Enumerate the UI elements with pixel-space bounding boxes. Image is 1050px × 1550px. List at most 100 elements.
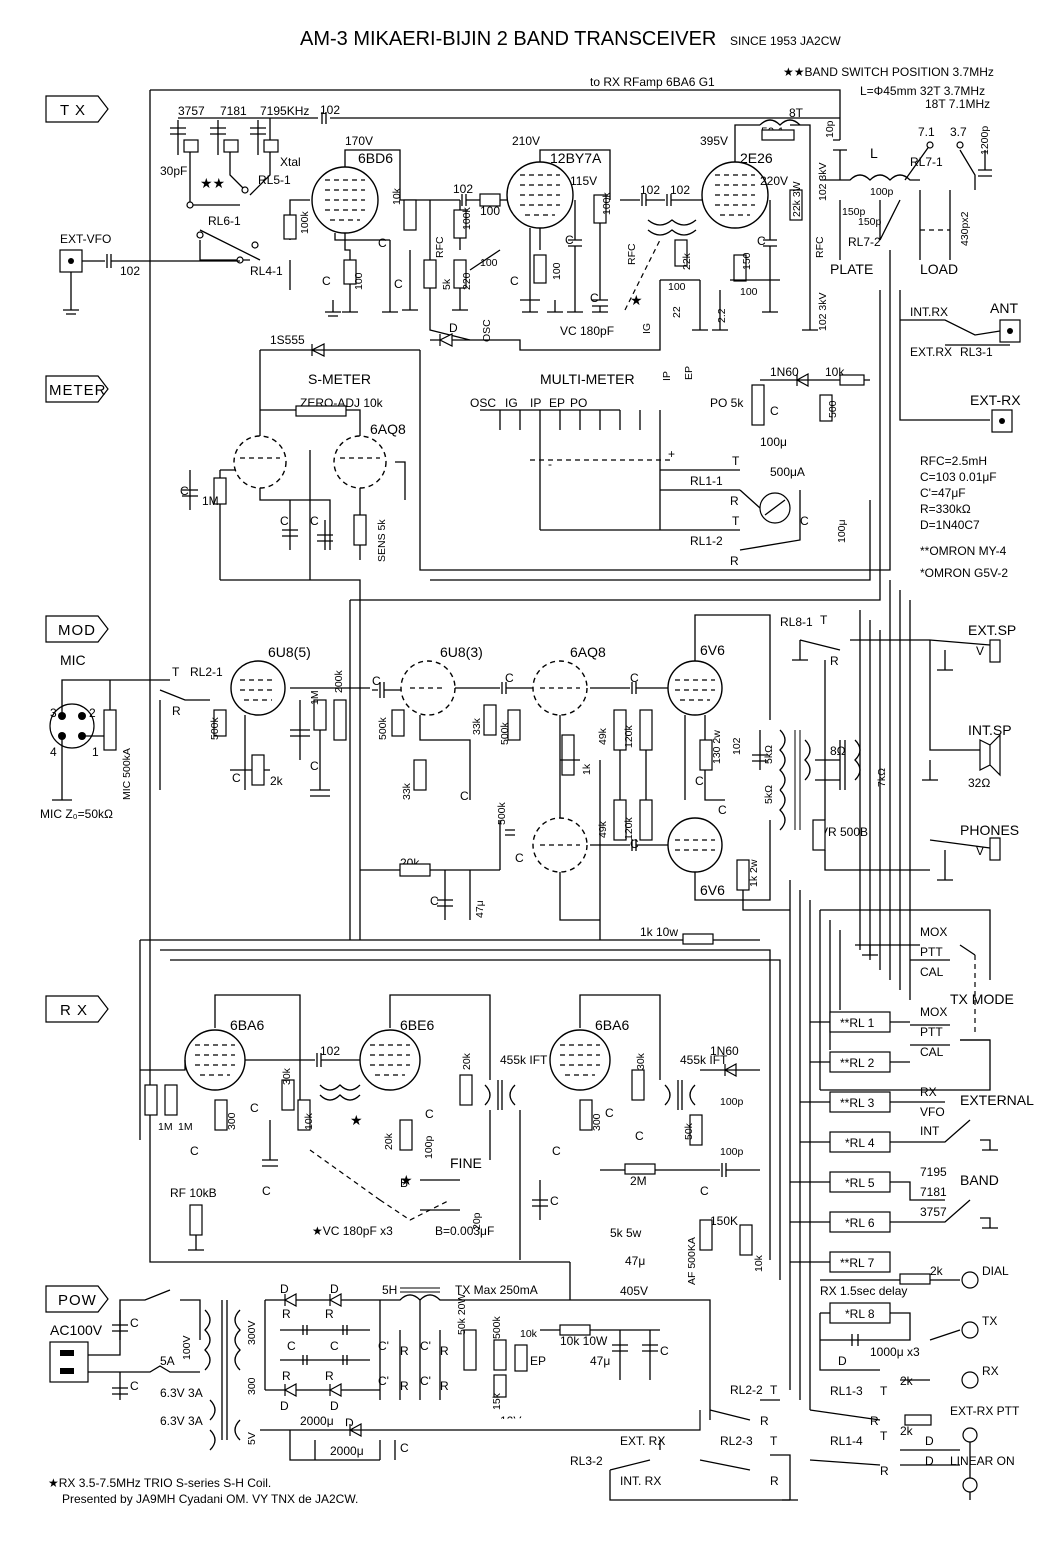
svg-text:10k 10W: 10k 10W — [560, 1334, 608, 1348]
svg-text:2M: 2M — [630, 1174, 647, 1188]
svg-text:METER: METER — [49, 382, 107, 399]
svg-text:5H: 5H — [382, 1283, 397, 1297]
svg-text:4: 4 — [50, 745, 57, 759]
svg-text:30pF: 30pF — [160, 164, 187, 178]
svg-text:D: D — [925, 1454, 934, 1468]
title-since: SINCE 1953 JA2CW — [730, 34, 841, 48]
svg-text:8T: 8T — [789, 106, 804, 120]
svg-text:S-METER: S-METER — [308, 371, 371, 387]
svg-text:102: 102 — [670, 183, 690, 197]
svg-text:IG: IG — [641, 323, 653, 334]
svg-text:50k: 50k — [683, 1122, 695, 1140]
svg-text:D: D — [449, 321, 458, 335]
svg-text:220V: 220V — [760, 174, 788, 188]
svg-text:R: R — [770, 1474, 779, 1488]
title-main: AM-3 MIKAERI-BIJIN 2 BAND TRANSCEIVER — [300, 28, 716, 50]
svg-text:6U8(5): 6U8(5) — [268, 644, 311, 660]
ac-inlet[interactable] — [49, 1341, 89, 1383]
svg-text:MOX: MOX — [920, 925, 947, 939]
svg-text:**RL 1: **RL 1 — [840, 1016, 875, 1030]
svg-text:100: 100 — [551, 262, 563, 280]
svg-text:500: 500 — [827, 400, 839, 418]
svg-text:CAL: CAL — [920, 1045, 944, 1059]
svg-text:1: 1 — [92, 745, 99, 759]
svg-text:RX: RX — [982, 1364, 999, 1378]
svg-text:IG: IG — [505, 396, 518, 410]
plate-label: PLATE — [830, 261, 873, 277]
svg-text:1200p: 1200p — [979, 126, 991, 155]
svg-text:C: C — [700, 1184, 709, 1198]
svg-text:C: C — [262, 1184, 271, 1198]
svg-text:T: T — [820, 613, 828, 627]
svg-text:6.3V 3A: 6.3V 3A — [160, 1386, 203, 1400]
linear-on-jack[interactable] — [962, 1477, 978, 1493]
svg-text:395V: 395V — [700, 134, 728, 148]
svg-text:102: 102 — [640, 183, 660, 197]
svg-text:C: C — [280, 514, 289, 528]
svg-text:T X: T X — [60, 102, 86, 119]
svg-text:C: C — [400, 1441, 409, 1455]
svg-text:PO 5k: PO 5k — [710, 396, 744, 410]
svg-text:R: R — [830, 654, 839, 668]
phones-jack[interactable] — [989, 837, 1001, 861]
note-coil2: 18T 7.1MHz — [925, 97, 990, 111]
tube-6ba6-rf — [184, 1029, 246, 1091]
svg-text:C: C — [310, 514, 319, 528]
svg-text:LINEAR ON: LINEAR ON — [950, 1454, 1015, 1468]
svg-text:10p: 10p — [824, 120, 836, 138]
svg-text:C: C — [310, 759, 319, 773]
svg-text:100: 100 — [480, 204, 500, 218]
svg-text:R: R — [440, 1344, 449, 1358]
svg-text:EXTERNAL: EXTERNAL — [960, 1092, 1034, 1108]
svg-text:C'=47μF: C'=47μF — [920, 486, 966, 500]
svg-text:5A: 5A — [160, 1354, 175, 1368]
svg-text:TX: TX — [982, 1314, 997, 1328]
svg-text:MULTI-METER: MULTI-METER — [540, 371, 635, 387]
svg-text:1M: 1M — [178, 1121, 193, 1133]
tube-6aq8-smeter-a — [233, 435, 287, 489]
svg-text:5kΩ: 5kΩ — [763, 745, 775, 764]
svg-text:12BY7A: 12BY7A — [550, 150, 602, 166]
svg-text:★: ★ — [630, 292, 643, 308]
svg-text:TX Max 250mA: TX Max 250mA — [455, 1283, 538, 1297]
svg-text:100p: 100p — [423, 1135, 435, 1159]
svg-text:120k: 120k — [623, 816, 635, 840]
svg-text:C: C — [550, 1194, 559, 1208]
section-tag-rx: R X — [45, 995, 109, 1023]
svg-text:2: 2 — [89, 706, 96, 720]
svg-text:6U8(3): 6U8(3) — [440, 644, 483, 660]
svg-text:5k 5w: 5k 5w — [610, 1226, 642, 1240]
note-rx-coil: ★RX 3.5-7.5MHz TRIO S-series S-H Coil. — [48, 1476, 271, 1490]
svg-text:R: R — [325, 1307, 334, 1321]
svg-text:RL7-2: RL7-2 — [848, 235, 881, 249]
svg-text:100: 100 — [480, 257, 498, 269]
svg-text:5V: 5V — [246, 1432, 258, 1445]
svg-text:B: B — [400, 1176, 408, 1190]
power-section: AC100V C C 5A 100V 300V 300 6.3V 3A 6.3V… — [49, 1262, 798, 1501]
svg-text:49k: 49k — [597, 820, 609, 838]
svg-text:T: T — [770, 1434, 778, 1448]
svg-text:T: T — [880, 1384, 888, 1398]
svg-text:INT. RX: INT. RX — [620, 1474, 661, 1488]
svg-text:★: ★ — [400, 1172, 413, 1188]
tube-6be6-mix — [359, 1029, 421, 1091]
svg-text:R: R — [282, 1369, 291, 1383]
svg-text:1M: 1M — [202, 494, 219, 508]
svg-text:2E26: 2E26 — [740, 150, 773, 166]
svg-text:102: 102 — [731, 737, 743, 755]
svg-text:3757: 3757 — [178, 104, 205, 118]
rx-led — [961, 1371, 979, 1389]
svg-text:VC 180pF: VC 180pF — [560, 324, 614, 338]
ext-sp-jack[interactable] — [989, 639, 1001, 663]
svg-text:*RL 6: *RL 6 — [845, 1216, 875, 1230]
svg-text:C: C — [180, 484, 189, 498]
ext-rx-ptt-jack[interactable] — [962, 1427, 978, 1443]
section-tag-mod: MOD — [45, 615, 109, 643]
svg-text:120k: 120k — [623, 724, 635, 748]
svg-text:RL5-1: RL5-1 — [258, 173, 291, 187]
svg-text:100: 100 — [353, 272, 365, 290]
svg-text:50k 20W: 50k 20W — [456, 1293, 468, 1335]
svg-text:102: 102 — [320, 103, 340, 117]
svg-text:D: D — [925, 1434, 934, 1448]
svg-text:INT.SP: INT.SP — [968, 722, 1012, 738]
